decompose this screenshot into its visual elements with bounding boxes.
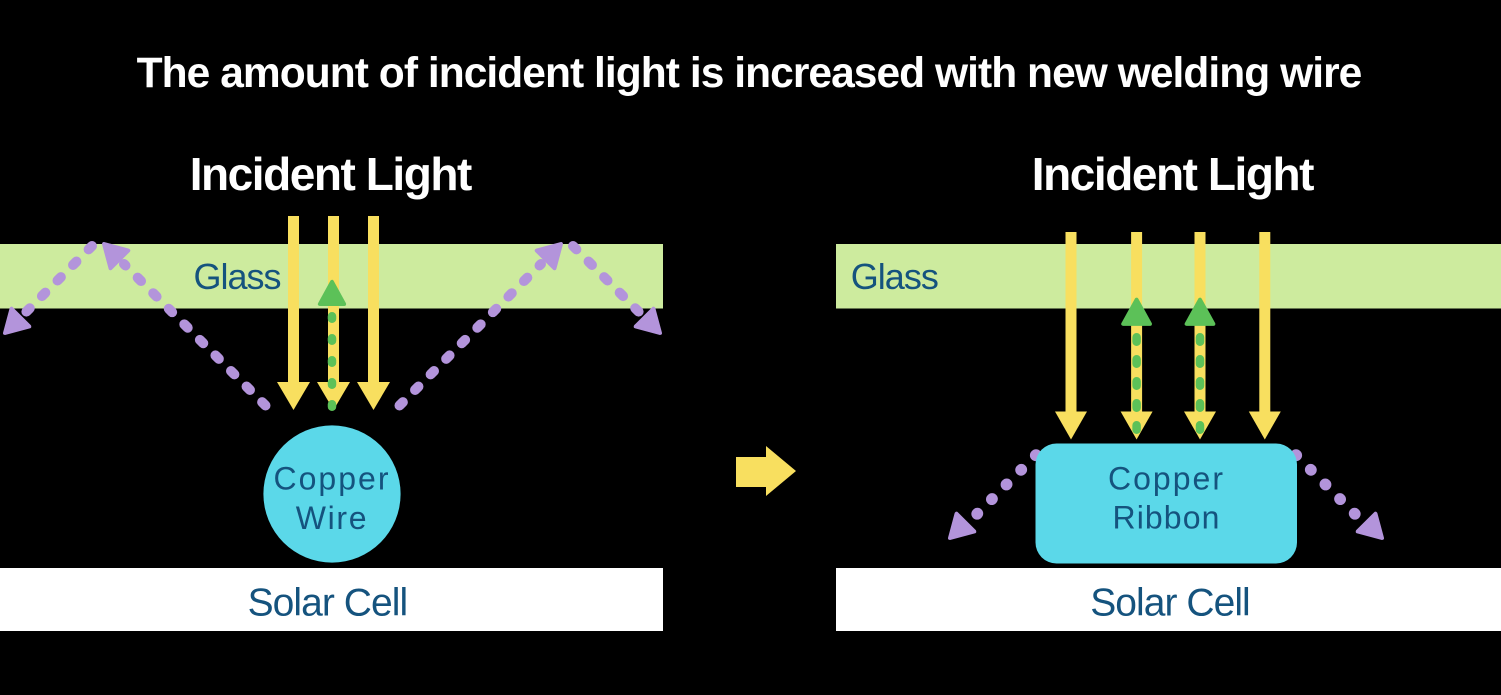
svg-text:The amount of incident light i: The amount of incident light is increase… bbox=[137, 50, 1362, 97]
svg-text:Solar Cell: Solar Cell bbox=[248, 582, 408, 625]
svg-text:Glass: Glass bbox=[851, 256, 938, 297]
svg-text:Incident Light: Incident Light bbox=[1032, 148, 1314, 200]
svg-text:Copper: Copper bbox=[1108, 461, 1225, 497]
svg-text:Incident Light: Incident Light bbox=[190, 148, 472, 200]
svg-text:Glass: Glass bbox=[194, 256, 281, 297]
svg-text:Copper: Copper bbox=[274, 461, 391, 497]
svg-text:Ribbon: Ribbon bbox=[1112, 500, 1220, 536]
svg-text:Wire: Wire bbox=[296, 500, 369, 536]
svg-text:Solar Cell: Solar Cell bbox=[1090, 582, 1250, 625]
